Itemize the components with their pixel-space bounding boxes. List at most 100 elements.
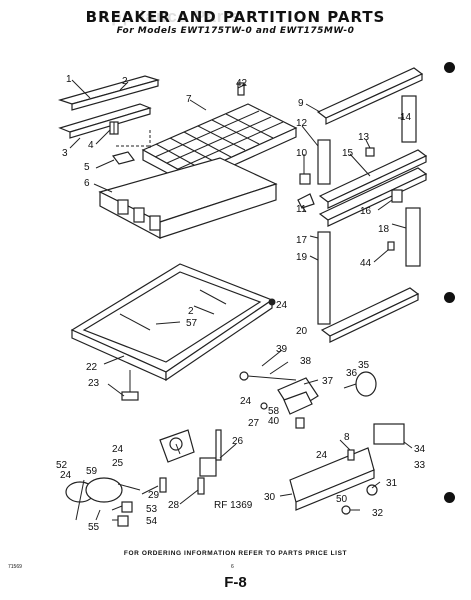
screw-58 <box>295 417 305 429</box>
callout-label: 30 <box>264 492 276 503</box>
callout-label: 32 <box>372 508 384 519</box>
callout-label: 13 <box>358 132 370 143</box>
tray-part <box>98 157 278 239</box>
bottom-frame-rail <box>320 287 420 343</box>
diagram-title: BREAKER AND PARTITION PARTS <box>85 8 386 26</box>
callout-label: 59 <box>86 466 98 477</box>
clip-part-10 <box>299 173 311 185</box>
callout-label: 9 <box>298 98 304 109</box>
screw-44 <box>387 241 395 251</box>
callout-label: 15 <box>342 148 354 159</box>
callout-label: 12 <box>296 118 308 129</box>
callout-label: 11 <box>296 204 307 215</box>
callout-label: 58 <box>268 406 280 417</box>
callout-label: 53 <box>146 504 158 515</box>
screw-28 <box>197 477 205 495</box>
binder-hole-bottom <box>444 492 455 503</box>
callout-label: 35 <box>358 360 370 371</box>
callout-label: 29 <box>148 490 160 501</box>
callout-label: 19 <box>296 252 308 263</box>
light-switch-assembly <box>289 447 375 511</box>
binder-hole-top <box>444 62 455 73</box>
code-left: 71569 <box>8 564 22 570</box>
callout-label: 18 <box>378 224 390 235</box>
callout-label: 22 <box>86 362 98 373</box>
callout-label: 3 <box>62 148 68 159</box>
clip-part <box>237 82 245 96</box>
bracket-part <box>391 189 403 203</box>
callout-label: 39 <box>276 344 288 355</box>
callout-label: 2 <box>122 76 128 87</box>
top-frame-rail <box>316 67 424 125</box>
callout-label: 7 <box>186 94 192 105</box>
callout-label: 27 <box>248 418 260 429</box>
screw-31 <box>366 484 378 496</box>
callout-label: 8 <box>344 432 350 443</box>
callout-label: 25 <box>112 458 124 469</box>
lower-side-rail-left <box>317 231 331 325</box>
part-53 <box>121 501 133 513</box>
callout-label: 24 <box>112 444 124 455</box>
side-rail-left <box>317 139 331 185</box>
callout-label: 37 <box>322 376 334 387</box>
lower-side-rail-right <box>405 207 421 267</box>
callout-label: 54 <box>146 516 158 527</box>
screw-24b <box>260 402 268 410</box>
callout-label: 26 <box>232 436 244 447</box>
callout-label: 4 <box>88 140 94 151</box>
screw-29 <box>159 477 167 493</box>
callout-label: 55 <box>88 522 100 533</box>
page-number: F-8 <box>224 574 247 591</box>
clip-part-11 <box>297 193 315 209</box>
screw-part <box>109 121 119 135</box>
knob-39 <box>239 371 249 381</box>
rod-27 <box>215 429 222 461</box>
callout-label: 33 <box>414 460 426 471</box>
callout-label: 57 <box>186 318 198 329</box>
binder-hole-middle <box>444 292 455 303</box>
callout-label: 24 <box>316 450 328 461</box>
breaker-frame <box>70 263 274 382</box>
callout-label: 36 <box>346 368 358 379</box>
callout-label: 17 <box>296 235 308 246</box>
callout-label: 38 <box>300 356 312 367</box>
callout-label: 5 <box>84 162 90 173</box>
clip-23 <box>121 391 139 401</box>
callout-label: 16 <box>360 206 372 217</box>
part-54 <box>117 515 129 527</box>
small-block-part <box>111 151 136 165</box>
callout-label: 42 <box>236 78 248 89</box>
side-rail-right <box>401 95 417 143</box>
clip-small <box>365 147 375 157</box>
callout-label: 52 <box>56 460 68 471</box>
callout-label: 14 <box>400 112 412 123</box>
lens-33 <box>373 423 405 445</box>
control-housing <box>277 377 319 415</box>
callout-label: 31 <box>386 478 398 489</box>
callout-label: 20 <box>296 326 308 337</box>
watermark: Appliance Parts <box>98 7 242 26</box>
screw-24-top <box>268 298 276 306</box>
ordering-note: FOR ORDERING INFORMATION REFER TO PARTS … <box>123 550 348 557</box>
callout-label: 24 <box>240 396 252 407</box>
callout-label: 44 <box>360 258 372 269</box>
motor-part-59 <box>65 477 141 503</box>
diagram-subtitle: For Models EWT175TW-0 and EWT175MW-0 <box>116 26 355 36</box>
callout-label: 23 <box>88 378 100 389</box>
callout-label: 2 <box>188 306 194 317</box>
partition-rail <box>318 149 428 227</box>
callout-label: 10 <box>296 148 308 159</box>
callout-label: 50 <box>336 494 348 505</box>
callout-label: 24 <box>276 300 288 311</box>
callout-label: 28 <box>168 500 180 511</box>
callout-label: 24 <box>60 470 72 481</box>
callout-label: 40 <box>268 416 280 427</box>
callout-label: 6 <box>84 178 90 189</box>
ref-number: RF 1369 <box>214 500 253 511</box>
callout-label: 1 <box>66 74 72 85</box>
bulb-36 <box>355 371 377 397</box>
breaker-strip-top <box>57 75 161 111</box>
callout-label: 34 <box>414 444 426 455</box>
